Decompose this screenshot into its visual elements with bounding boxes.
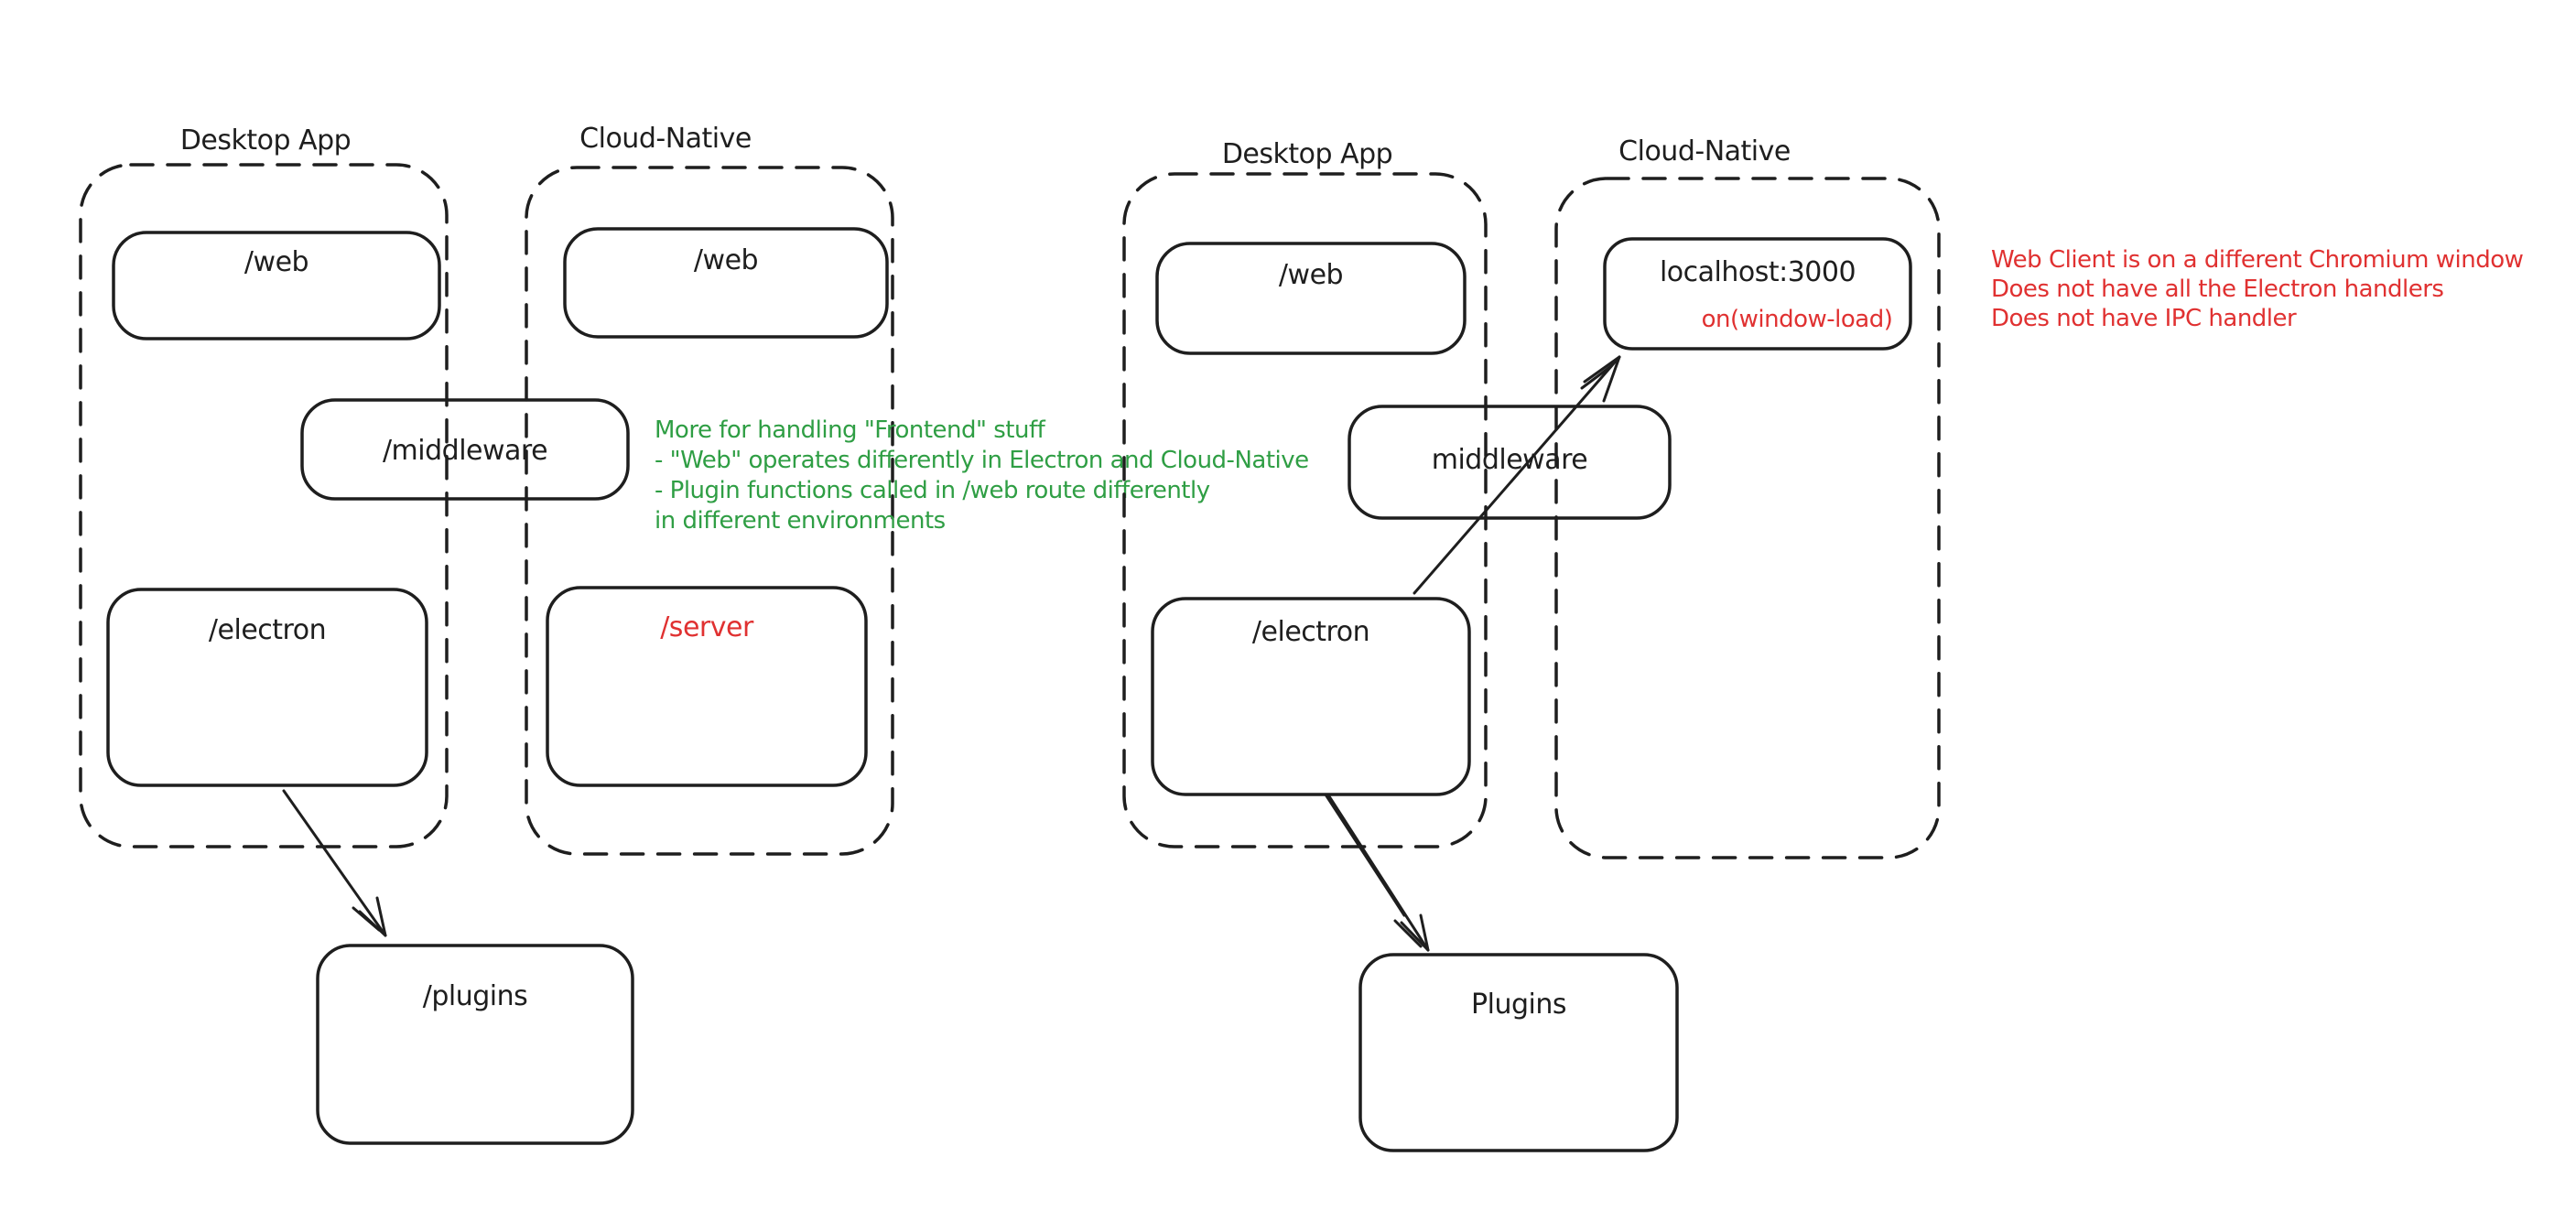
left-web-box [112, 231, 441, 340]
left-desktop-app-container [79, 163, 449, 848]
right-electron-to-plugins-arrow [1324, 793, 1430, 952]
right-middleware-box [1348, 405, 1672, 520]
right-web-box [1155, 242, 1467, 355]
green-note-line-3: - Plugin functions called in /web route … [655, 477, 1210, 504]
left-cloud-web-label: /web [694, 244, 758, 276]
red-note-line-3: Does not have IPC handler [1991, 305, 2297, 332]
left-electron-label: /electron [209, 614, 326, 646]
red-note: Web Client is on a different Chromium wi… [1991, 246, 2524, 332]
right-electron-box [1151, 597, 1471, 796]
green-note-line-4: in different environments [655, 507, 946, 535]
left-middleware-label: /middleware [383, 435, 547, 467]
left-electron-to-plugins-arrow [282, 789, 387, 937]
right-electron-label: /electron [1252, 616, 1369, 648]
green-note-line-1: More for handling "Frontend" stuff [655, 416, 1046, 444]
right-cloud-native-title: Cloud-Native [1618, 135, 1791, 168]
left-electron-box [106, 588, 428, 787]
red-note-line-1: Web Client is on a different Chromium wi… [1991, 246, 2524, 274]
left-server-box [546, 586, 868, 787]
right-electron-to-localhost-arrow [1412, 355, 1621, 595]
left-middleware-box [300, 398, 630, 501]
left-plugins-label: /plugins [423, 980, 528, 1012]
right-plugins-label: Plugins [1471, 989, 1566, 1021]
right-middleware-label: middleware [1432, 444, 1588, 476]
red-note-line-2: Does not have all the Electron handlers [1991, 276, 2443, 303]
right-web-label: /web [1279, 259, 1343, 291]
left-plugins-box [316, 944, 634, 1145]
right-plugins-box [1358, 953, 1679, 1152]
right-desktop-app-title: Desktop App [1222, 138, 1392, 170]
left-server-label: /server [660, 611, 754, 643]
left-web-label: /web [244, 246, 308, 278]
right-localhost-box [1603, 237, 1912, 351]
right-window-load-label: on(window-load) [1702, 306, 1893, 333]
left-desktop-app-title: Desktop App [180, 124, 351, 157]
left-cloud-web-box [563, 227, 889, 339]
left-cloud-native-title: Cloud-Native [579, 123, 752, 155]
right-localhost-label: localhost:3000 [1660, 256, 1856, 288]
left-cloud-native-container [525, 166, 894, 856]
green-note: More for handling "Frontend" stuff - "We… [655, 416, 1309, 535]
green-note-line-2: - "Web" operates differently in Electron… [655, 447, 1309, 474]
